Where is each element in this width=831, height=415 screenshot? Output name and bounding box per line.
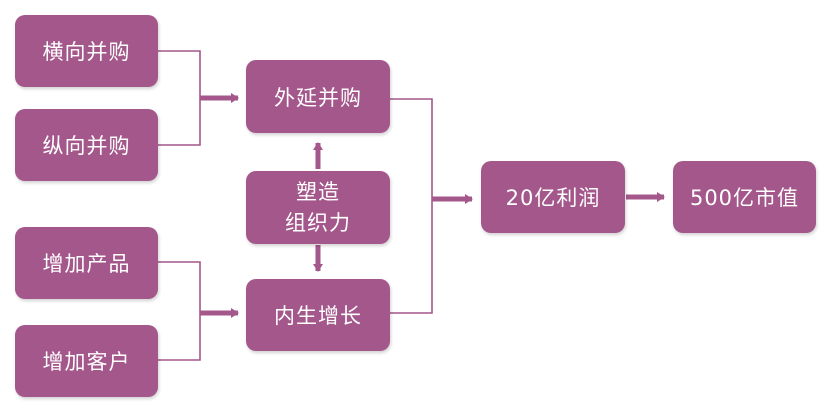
box-market-value-label: 500亿市值	[689, 186, 800, 210]
box-organization-capability: 塑造 组织力	[246, 171, 390, 244]
box-organization-capability-line1: 塑造	[296, 180, 340, 205]
bracket-merger-top	[158, 50, 201, 146]
box-horizontal-merger-label: 横向并购	[42, 40, 131, 64]
box-add-products-label: 增加产品	[42, 252, 131, 276]
box-add-customers: 增加客户	[15, 325, 158, 397]
box-horizontal-merger: 横向并购	[15, 15, 158, 87]
box-organization-capability-line2: 组织力	[285, 210, 351, 235]
box-external-merger: 外延并购	[246, 60, 390, 133]
box-profit-label: 20亿利润	[505, 186, 601, 210]
box-add-customers-label: 增加客户	[42, 350, 131, 374]
box-organic-growth-label: 内生增长	[274, 304, 362, 328]
box-external-merger-label: 外延并购	[274, 85, 362, 110]
box-organic-growth: 内生增长	[246, 279, 390, 351]
box-vertical-merger-label: 纵向并购	[42, 134, 131, 158]
box-add-products: 增加产品	[15, 227, 158, 299]
box-vertical-merger: 纵向并购	[15, 109, 158, 181]
bracket-growth-bottom	[158, 261, 201, 361]
box-profit: 20亿利润	[481, 161, 625, 233]
box-market-value: 500亿市值	[673, 161, 816, 233]
bracket-middle-right	[390, 98, 433, 314]
